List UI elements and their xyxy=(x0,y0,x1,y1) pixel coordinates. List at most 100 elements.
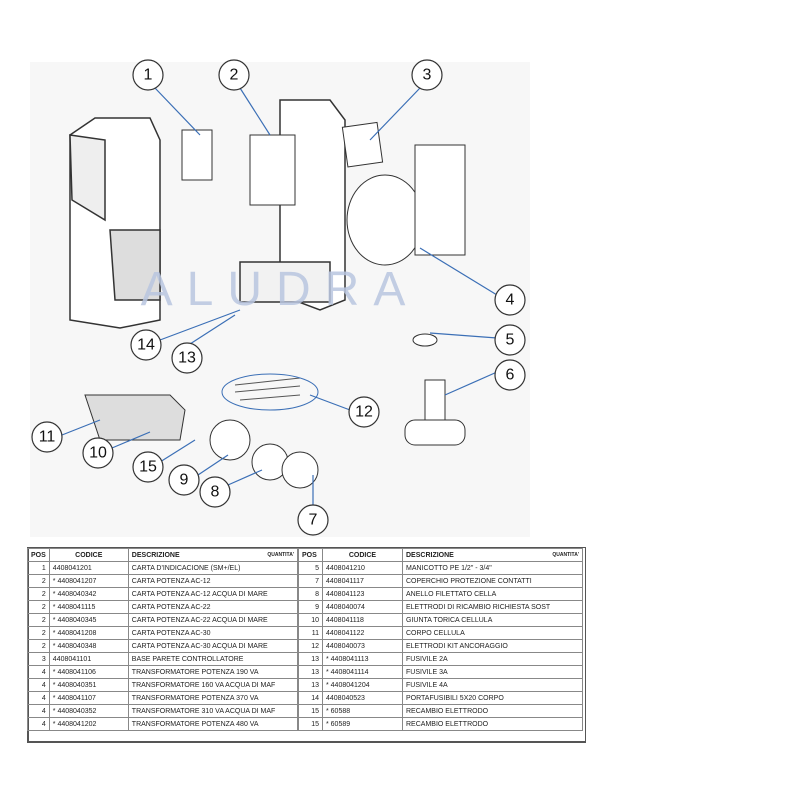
svg-text:5: 5 xyxy=(506,332,515,349)
cell-pos: 2 xyxy=(27,626,50,640)
svg-text:3: 3 xyxy=(423,67,432,84)
cell-pos: 11 xyxy=(298,626,323,640)
callout-2: 2 xyxy=(218,59,250,91)
cell-pos: 8 xyxy=(298,587,323,601)
cell-pos: 1 xyxy=(27,561,50,575)
cell-descrizione: FUSIVILE 4A xyxy=(402,678,583,692)
cell-codice: * 60589 xyxy=(322,717,403,731)
cell-codice: 4408041123 xyxy=(322,587,403,601)
cell-codice: * 60588 xyxy=(322,704,403,718)
transformer xyxy=(346,144,466,266)
watermark: ALUDRA xyxy=(141,263,420,316)
cell-pos: 2 xyxy=(27,587,50,601)
cell-pos: 2 xyxy=(27,613,50,627)
svg-text:9: 9 xyxy=(180,472,189,489)
cell-codice: * 4408041207 xyxy=(48,574,129,588)
cell-descrizione: CARTA POTENZA AC-12 ACQUA DI MARE xyxy=(127,587,299,601)
cell-body xyxy=(84,394,319,489)
svg-text:2: 2 xyxy=(230,67,239,84)
cell-descrizione: TRANSFORMATORE 160 VA ACQUA DI MAF xyxy=(127,678,299,692)
cell-descrizione: TRANSFORMATORE POTENZA 190 VA xyxy=(127,665,299,679)
header-pos: POS xyxy=(27,548,50,562)
cell-descrizione: COPERCHIO PROTEZIONE CONTATTI xyxy=(402,574,583,588)
cell-descrizione: FUSIVILE 3A xyxy=(402,665,583,679)
cell-pos: 4 xyxy=(27,691,50,705)
display-card xyxy=(181,129,213,181)
cell-descrizione: FUSIVILE 2A xyxy=(402,652,583,666)
cell-pos: 4 xyxy=(27,717,50,731)
cell-descrizione: ANELLO FILETTATO CELLA xyxy=(402,587,583,601)
callout-8: 8 xyxy=(199,476,231,508)
cell-descrizione: TRANSFORMATORE 310 VA ACQUA DI MAF xyxy=(127,704,299,718)
cell-pos: 15 xyxy=(298,704,323,718)
leader-lines xyxy=(61,87,498,505)
cell-codice: * 4408041114 xyxy=(322,665,403,679)
cell-codice: 4408041201 xyxy=(48,561,129,575)
callout-13: 13 xyxy=(171,342,203,374)
wall-base xyxy=(239,99,346,311)
svg-text:6: 6 xyxy=(506,367,515,384)
cell-codice: 4408040523 xyxy=(322,691,403,705)
header-quantita: QUANTITA' xyxy=(552,551,579,558)
cell-pos: 13 xyxy=(298,678,323,692)
header-quantita: QUANTITA' xyxy=(267,551,294,558)
svg-text:7: 7 xyxy=(309,512,318,529)
callout-3: 3 xyxy=(411,59,443,91)
svg-text:8: 8 xyxy=(211,484,220,501)
callout-11: 11 xyxy=(31,421,63,453)
cell-pos: 12 xyxy=(298,639,323,653)
cell-codice: * 4408041115 xyxy=(48,600,129,614)
cell-pos: 13 xyxy=(298,652,323,666)
cell-descrizione: CARTA POTENZA AC-22 ACQUA DI MARE xyxy=(127,613,299,627)
callout-7: 7 xyxy=(297,504,329,536)
cell-descrizione: ELETTRODI KIT ANCORAGGIO xyxy=(402,639,583,653)
cell-descrizione: CARTA POTENZA AC-12 xyxy=(127,574,299,588)
cell-descrizione: ELETTRODI DI RICAMBIO RICHIESTA SOST xyxy=(402,600,583,614)
cell-codice: * 4408040351 xyxy=(48,678,129,692)
callout-5: 5 xyxy=(494,324,526,356)
cell-pos: 9 xyxy=(298,600,323,614)
electrode-kit xyxy=(221,373,319,411)
cell-codice: 4408041101 xyxy=(48,652,129,666)
callout-6: 6 xyxy=(494,359,526,391)
cell-descrizione: TRANSFORMATORE POTENZA 480 VA xyxy=(127,717,299,731)
cell-pos: 5 xyxy=(298,561,323,575)
svg-text:11: 11 xyxy=(39,429,56,446)
cell-codice: * 4408041204 xyxy=(322,678,403,692)
cell-descrizione: CARTA POTENZA AC-22 xyxy=(127,600,299,614)
cell-descrizione: MANICOTTO PE 1/2" - 3/4" xyxy=(402,561,583,575)
cell-pos: 4 xyxy=(27,678,50,692)
cell-pos: 3 xyxy=(27,652,50,666)
cell-pos: 15 xyxy=(298,717,323,731)
cell-pos: 7 xyxy=(298,574,323,588)
callout-9: 9 xyxy=(168,464,200,496)
cell-codice: 4408040073 xyxy=(322,639,403,653)
svg-text:13: 13 xyxy=(178,350,196,367)
cell-descrizione: CARTA POTENZA AC-30 xyxy=(127,626,299,640)
svg-text:4: 4 xyxy=(506,292,515,309)
cell-codice: * 4408041106 xyxy=(48,665,129,679)
callout-15: 15 xyxy=(132,451,164,483)
cell-codice: 4408040074 xyxy=(322,600,403,614)
controller-housing xyxy=(69,117,161,329)
